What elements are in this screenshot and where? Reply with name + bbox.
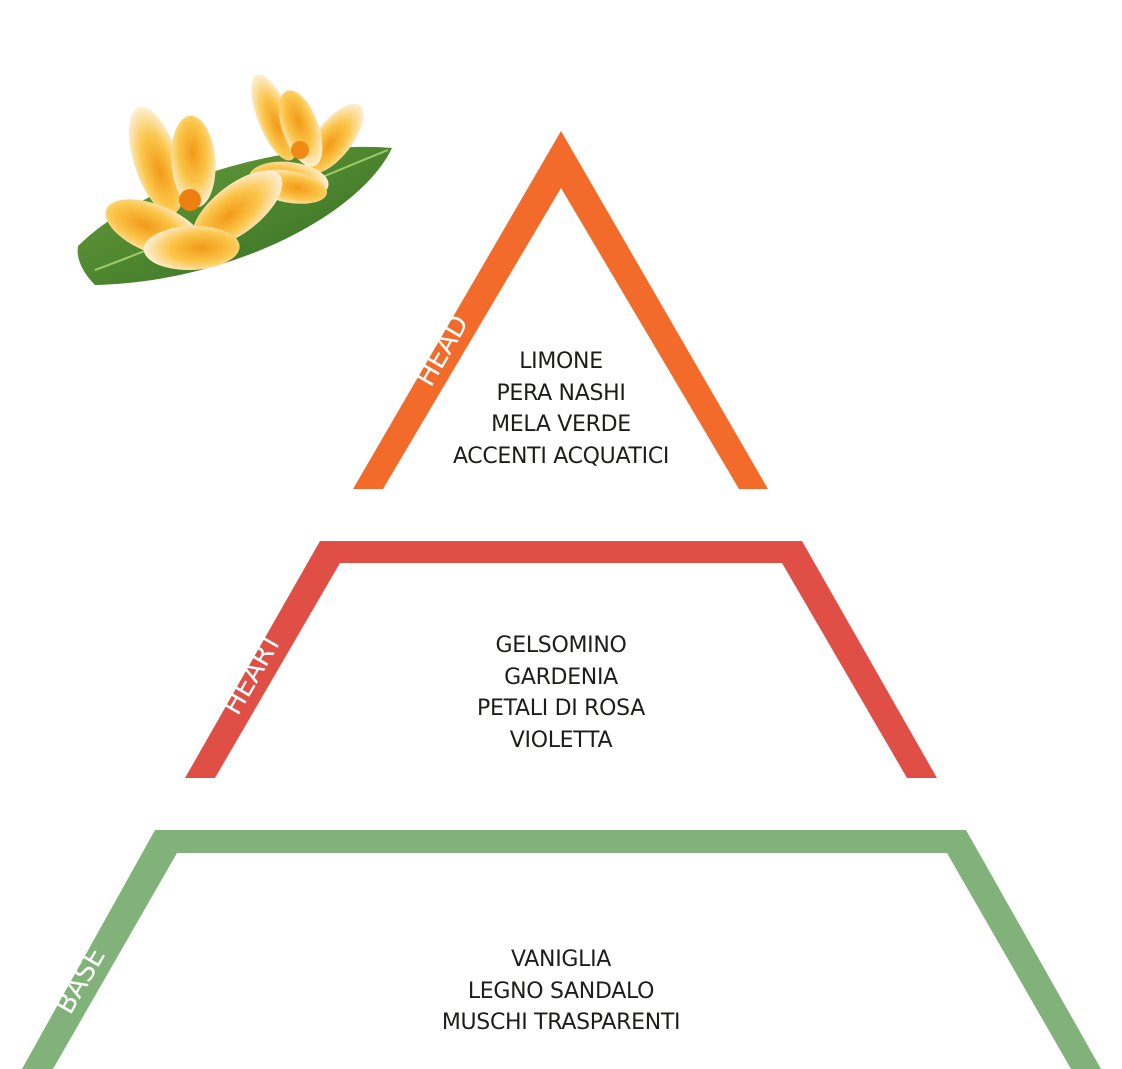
base-note-item: VANIGLIA — [510, 947, 612, 972]
head-note-item: PERA NASHI — [496, 380, 626, 406]
base-note-item: MUSCHI TRASPARENTI — [441, 1010, 681, 1035]
front-flower — [105, 106, 283, 271]
head-note-item: ACCENTI ACQUATICI — [452, 443, 670, 469]
head-note-item: LIMONE — [519, 349, 603, 374]
base-notes-list: VANIGLIA LEGNO SANDALO MUSCHI TRASPARENTI — [0, 944, 1122, 1039]
head-notes-list: LIMONE PERA NASHI MELA VERDE ACCENTI ACQUAT… — [0, 346, 1122, 472]
heart-note-item: GARDENIA — [504, 664, 618, 690]
frangipani-flower-image — [77, 74, 393, 285]
head-note-item: MELA VERDE — [491, 412, 631, 437]
heart-note-item: VIOLETTA — [509, 727, 613, 753]
heart-note-item: PETALI DI ROSA — [477, 696, 645, 721]
heart-notes-list: GELSOMINO GARDENIA PETALI DI ROSA VIOLETTA — [0, 630, 1122, 756]
heart-note-item: GELSOMINO — [495, 633, 627, 658]
head-tier-outline — [353, 131, 768, 489]
base-note-item: LEGNO SANDALO — [467, 978, 655, 1004]
